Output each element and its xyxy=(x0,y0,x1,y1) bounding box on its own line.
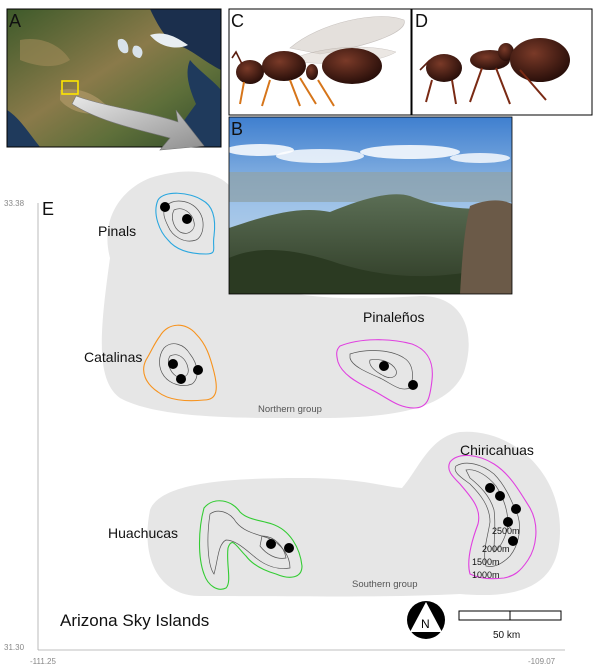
lat-bottom-label: 31.30 xyxy=(4,643,25,652)
pinalenos-range xyxy=(336,339,433,409)
scale-bar: 50 km xyxy=(458,610,562,641)
pinals-label: Pinals xyxy=(98,223,136,239)
chiricahuas-range xyxy=(448,454,537,580)
huachucas-label: Huachucas xyxy=(108,525,178,541)
elevation-label-1000: 1000m xyxy=(472,570,500,580)
catalinas-label: Catalinas xyxy=(84,349,142,365)
panel-d-worker-ant-photo xyxy=(411,8,593,116)
northern-group-label: Northern group xyxy=(258,404,322,415)
study-area-highlight xyxy=(61,80,79,95)
sample-site xyxy=(503,517,513,527)
sample-site xyxy=(176,374,186,384)
elevation-label-2500: 2500m xyxy=(492,526,520,536)
sample-site xyxy=(193,365,203,375)
compass-north-letter: N xyxy=(421,617,430,631)
elevation-label-1500: 1500m xyxy=(472,557,500,567)
sample-site xyxy=(508,536,518,546)
panel-a-letter: A xyxy=(9,11,21,31)
lat-top-label: 33.38 xyxy=(4,199,25,208)
zoom-arrow xyxy=(71,95,205,151)
southern-group-label: Southern group xyxy=(352,579,418,590)
northern-group-region xyxy=(101,171,469,419)
sample-site xyxy=(379,361,389,371)
sample-site xyxy=(511,504,521,514)
scale-label: 50 km xyxy=(493,630,520,641)
panel-b-letter: B xyxy=(231,119,243,139)
sample-site xyxy=(182,214,192,224)
panel-d-letter: D xyxy=(415,11,428,31)
panel-c-winged-ant-photo xyxy=(228,8,412,116)
sample-site xyxy=(485,483,495,493)
panel-b-landscape-photo xyxy=(226,116,513,295)
catalinas-range xyxy=(143,324,217,402)
sample-site xyxy=(266,539,276,549)
panel-e-letter: E xyxy=(42,199,54,219)
sample-site xyxy=(284,543,294,553)
north-arrow-compass: N xyxy=(407,601,445,639)
sample-site xyxy=(495,491,505,501)
pinalenos-label: Pinaleños xyxy=(363,309,425,325)
huachucas-range xyxy=(199,500,303,590)
map-title: Arizona Sky Islands xyxy=(60,611,209,630)
pinals-range xyxy=(155,192,216,255)
sample-site xyxy=(160,202,170,212)
sample-site xyxy=(408,380,418,390)
elevation-label-2000: 2000m xyxy=(482,544,510,554)
lon-left-label: -111.25 xyxy=(30,657,56,666)
chiricahuas-label: Chiricahuas xyxy=(460,442,534,458)
panel-c-letter: C xyxy=(231,11,244,31)
lon-right-label: -109.07 xyxy=(528,657,556,666)
sample-site xyxy=(168,359,178,369)
